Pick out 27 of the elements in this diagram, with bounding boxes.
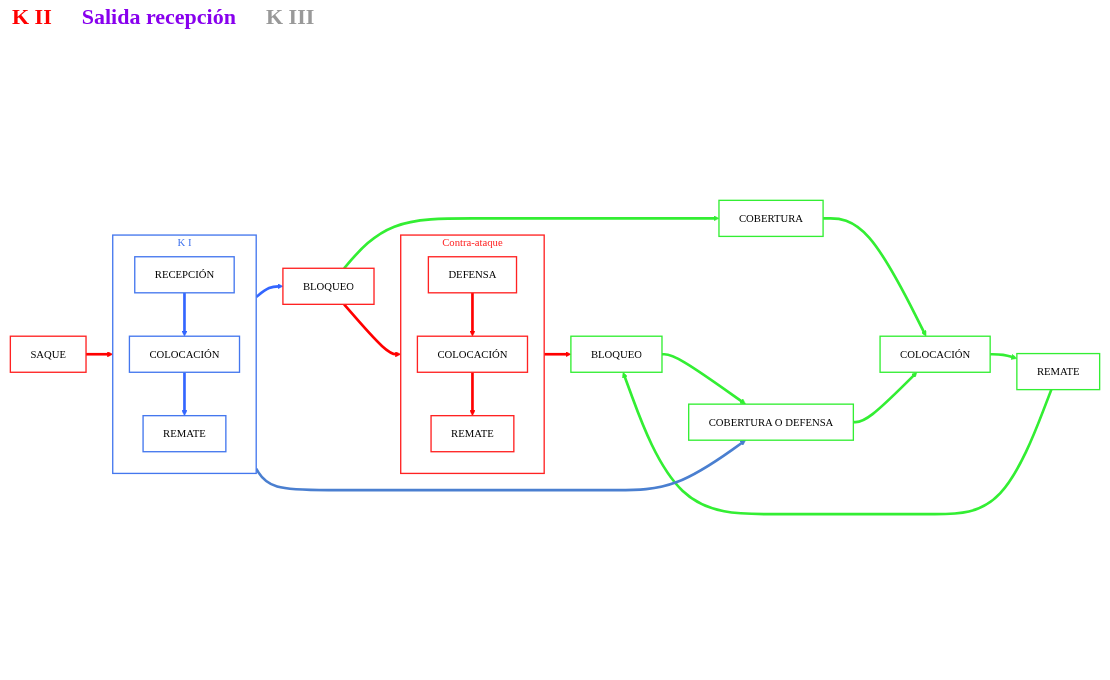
- arrow: [255, 439, 746, 492]
- node-box: SAQUE: [9, 335, 87, 373]
- node-box: COLOCACIÓN: [416, 335, 529, 373]
- arrow: [662, 352, 746, 405]
- node-box: DEFENSA: [427, 255, 518, 294]
- node-box: COLOCACIÓN: [128, 335, 241, 373]
- node-box: COBERTURA: [718, 199, 824, 237]
- node-box: COBERTURA O DEFENSA: [688, 403, 855, 441]
- group-heading: K III: [265, 4, 315, 30]
- arrow: [622, 371, 1053, 516]
- group-heading: Salida recepción: [81, 4, 236, 30]
- arrow: [853, 371, 918, 424]
- node-box: RECEPCIÓN: [134, 255, 235, 294]
- node-box: BLOQUEO: [570, 335, 663, 373]
- node-box: BLOQUEO: [282, 267, 375, 305]
- group-heading: K II: [12, 4, 52, 30]
- arrow: [343, 303, 401, 357]
- node-box: COLOCACIÓN: [879, 335, 991, 373]
- arrow: [86, 351, 113, 357]
- node-box: REMATE: [1016, 352, 1101, 391]
- arrow: [181, 372, 188, 416]
- arrow: [181, 292, 188, 337]
- arrow: [469, 372, 476, 416]
- node-box: REMATE: [142, 414, 227, 453]
- node-box: REMATE: [430, 414, 515, 453]
- arrow: [823, 216, 927, 337]
- arrow: [469, 292, 476, 337]
